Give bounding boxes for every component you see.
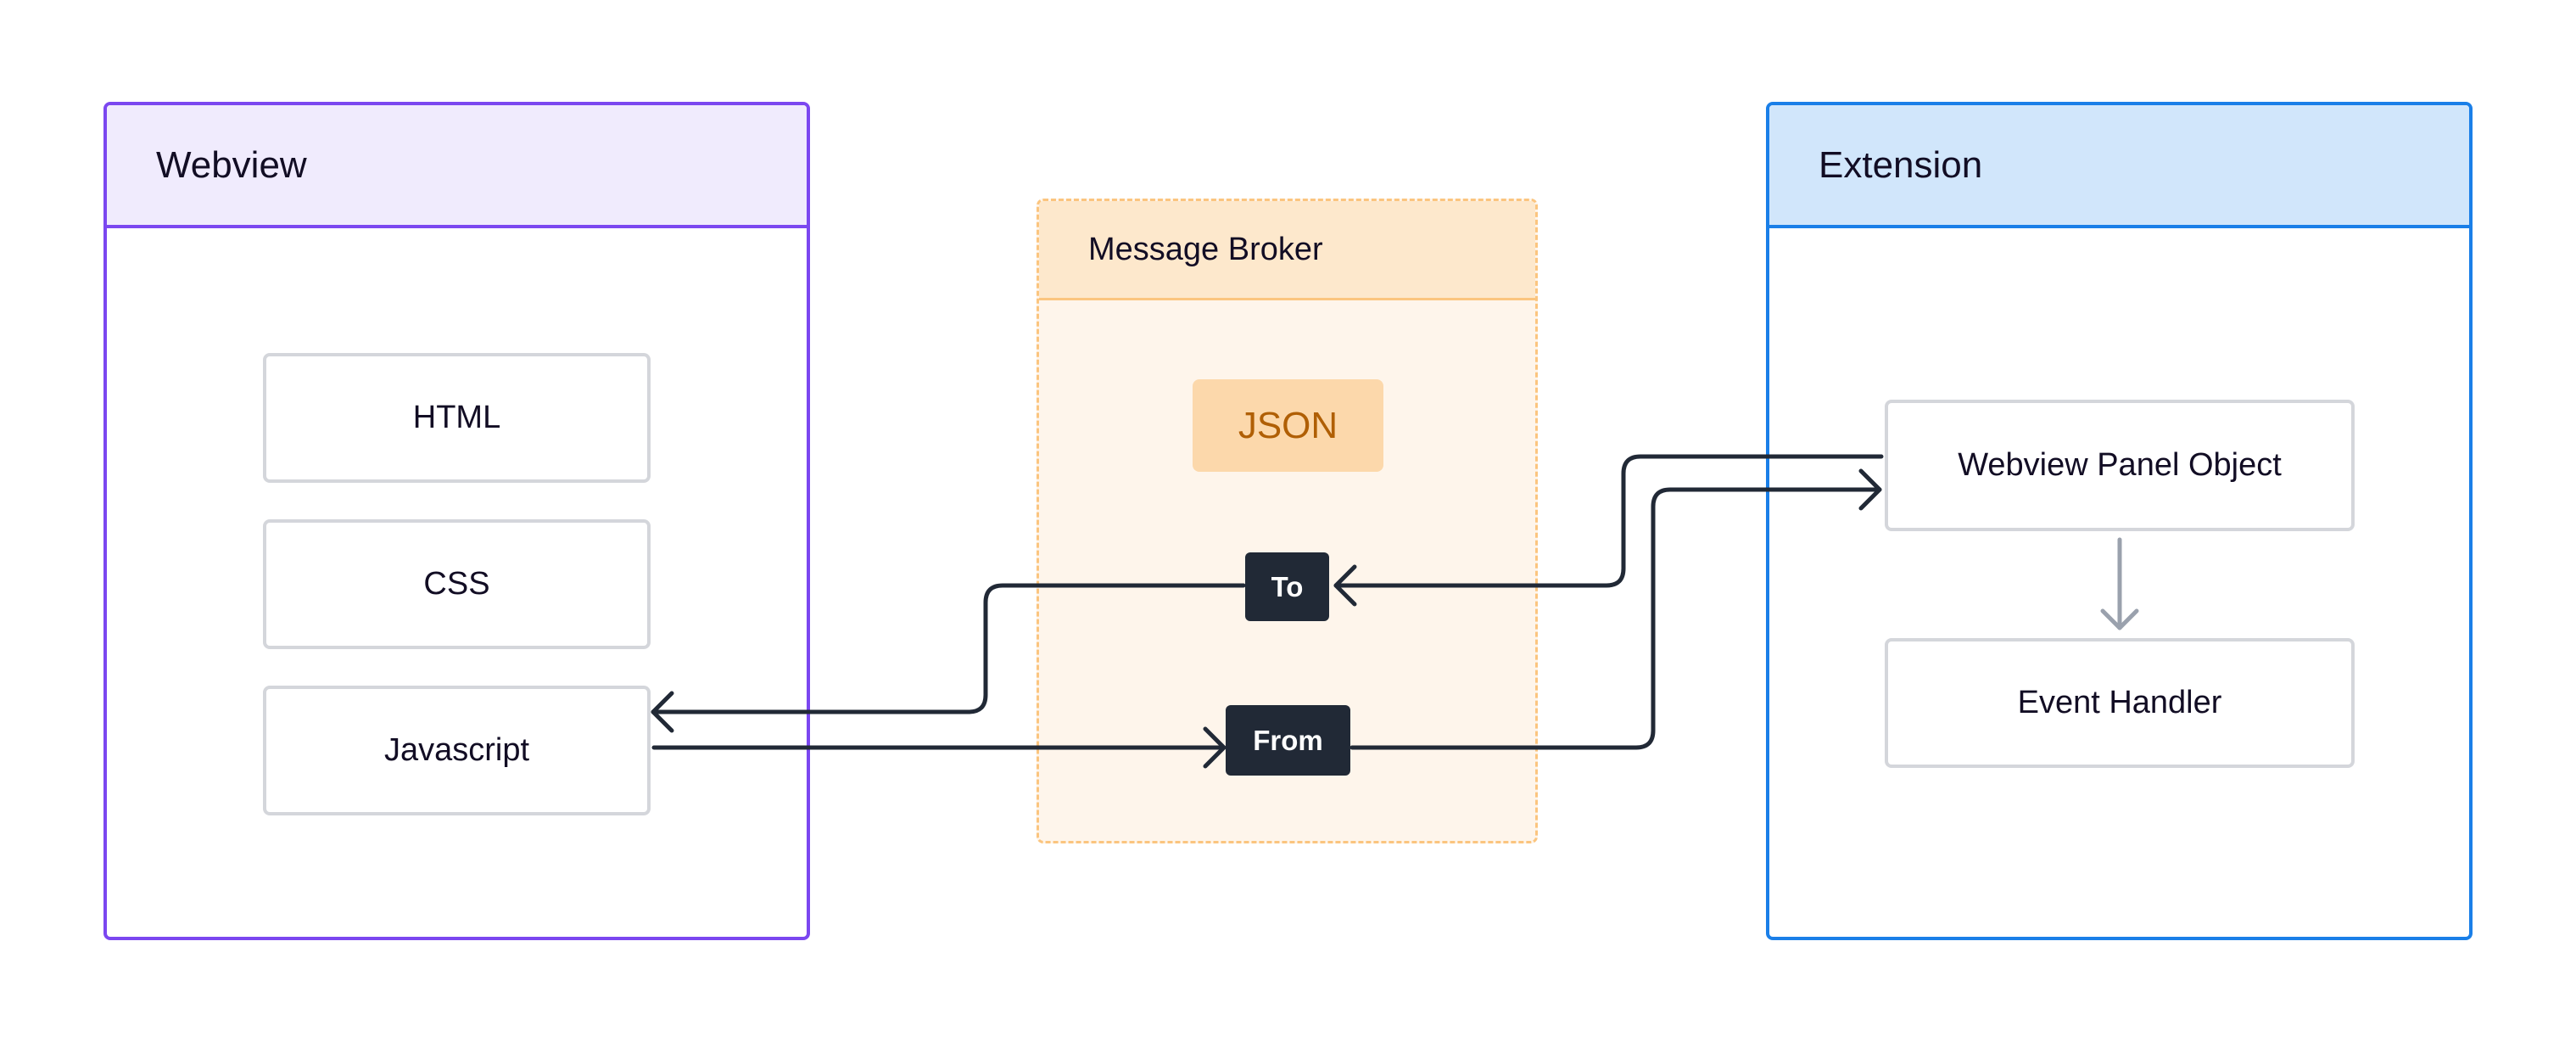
webview-header: Webview xyxy=(107,105,807,228)
event-handler-node: Event Handler xyxy=(1885,638,2355,768)
from-badge: From xyxy=(1226,705,1350,776)
to-badge: To xyxy=(1245,552,1329,621)
to-outgoing-connector xyxy=(651,583,1246,714)
to-incoming-connector xyxy=(1333,454,1884,588)
handler-arrowhead-icon xyxy=(2100,608,2139,630)
extension-header: Extension xyxy=(1769,105,2469,228)
message-broker-title: Message Broker xyxy=(1088,231,1323,267)
javascript-arrowhead-icon xyxy=(651,691,674,733)
panel-object-arrowhead-icon xyxy=(1858,468,1882,511)
webview-panel: Webview xyxy=(103,102,810,940)
webview-panel-object-node: Webview Panel Object xyxy=(1885,400,2355,531)
extension-title: Extension xyxy=(1819,143,1983,186)
extension-panel: Extension xyxy=(1766,102,2473,940)
json-badge: JSON xyxy=(1193,379,1383,472)
html-node: HTML xyxy=(263,353,651,483)
css-node: CSS xyxy=(263,519,651,649)
message-broker-header: Message Broker xyxy=(1039,201,1535,300)
from-outgoing-connector xyxy=(1349,487,1882,750)
from-arrowhead-icon xyxy=(1203,726,1227,769)
javascript-node: Javascript xyxy=(263,686,651,815)
to-arrowhead-icon xyxy=(1333,564,1357,607)
webview-title: Webview xyxy=(156,143,307,186)
